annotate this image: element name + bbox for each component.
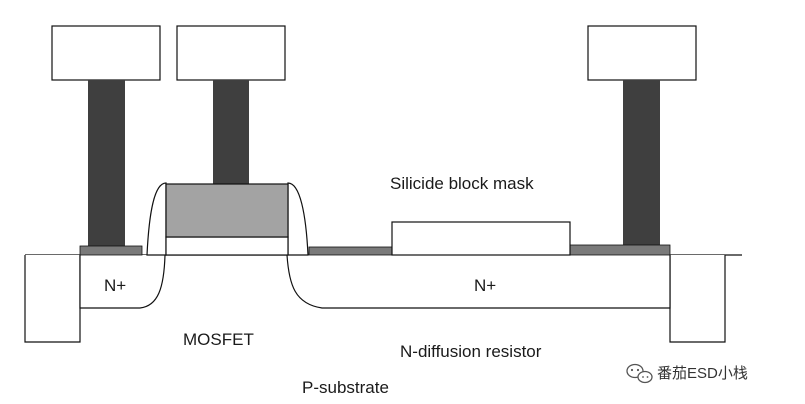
metal-pad-2 — [176, 25, 286, 81]
metal-pad-3 — [587, 25, 697, 81]
silicide-resistor-left — [308, 246, 393, 256]
contact-plug-1 — [88, 80, 125, 247]
label-p-substrate: P-substrate — [302, 378, 389, 397]
metal-pad-1 — [51, 25, 161, 81]
label-mosfet: MOSFET — [183, 330, 254, 349]
label-n-plus-right: N+ — [474, 276, 496, 295]
silicide-right-contact — [569, 244, 671, 256]
shallow-trench-isolation-left — [24, 255, 81, 343]
shallow-trench-isolation-right — [669, 255, 726, 343]
wechat-icon — [626, 363, 653, 384]
silicide-block-mask-shape — [391, 221, 571, 256]
gate-spacer-left — [146, 182, 167, 256]
silicide-left-contact — [79, 245, 143, 256]
n-diffusion-resistor-region — [286, 254, 671, 309]
label-silicide-block-mask: Silicide block mask — [390, 174, 534, 193]
label-n-diffusion-resistor: N-diffusion resistor — [400, 342, 542, 361]
polysilicon-gate — [165, 183, 289, 238]
contact-plug-2 — [213, 80, 249, 184]
contact-plug-3 — [623, 80, 660, 246]
watermark: 番茄ESD小栈 — [626, 363, 748, 384]
gate-oxide — [165, 236, 289, 256]
watermark-text: 番茄ESD小栈 — [657, 365, 748, 382]
gate-spacer-right — [287, 182, 309, 256]
label-n-plus-left: N+ — [104, 276, 126, 295]
n-plus-diffusion-left — [79, 254, 166, 309]
